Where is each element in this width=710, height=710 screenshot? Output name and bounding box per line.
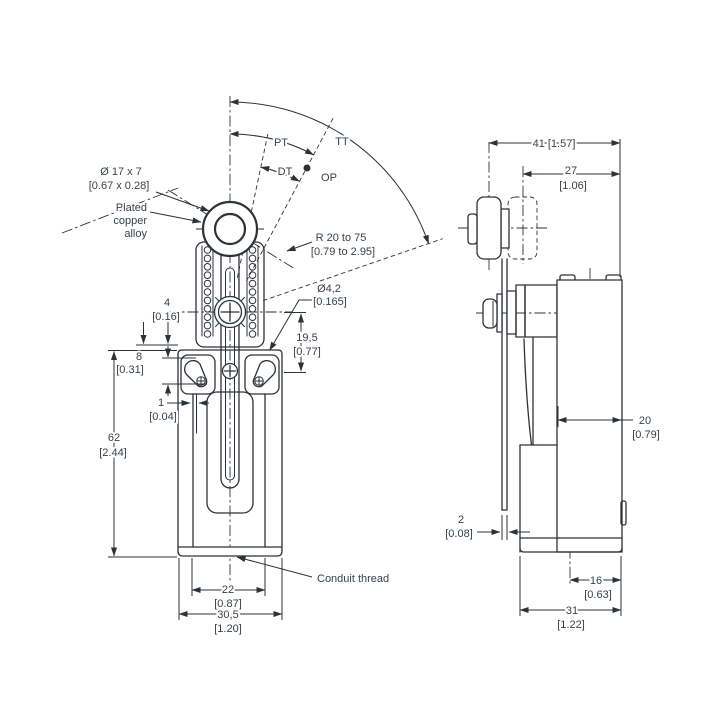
dim-62-inches: [2.44]: [99, 447, 127, 459]
switch-body-plate: [177, 349, 283, 548]
keyhole-slot-left: [184, 360, 208, 388]
dim-30-5-inches: [1.20]: [214, 623, 242, 635]
dim-30-5-label: 30,5: [217, 609, 238, 621]
operating-head-block: [524, 284, 558, 338]
dim-27-label: 27: [565, 165, 577, 177]
roller-size-leader: [155, 191, 210, 212]
differential-travel-label: DT: [278, 166, 293, 178]
roller-size-label: Ø 17 x 7: [100, 166, 142, 178]
dim-1-inches: [0.04]: [149, 411, 177, 423]
mounting-ear-left: [180, 354, 216, 395]
construction-centerline: [61, 187, 179, 234]
dim-8-inches: [0.31]: [116, 364, 144, 376]
dim-62-label: 62: [108, 432, 120, 444]
roller-inner: [213, 212, 247, 246]
total-travel-arc: [229, 98, 430, 245]
pivot-screw: [213, 295, 247, 329]
operating-point-label: OP: [321, 172, 337, 184]
roller-alt-position-dashed: [507, 196, 538, 260]
ear-screw-right: [254, 376, 264, 386]
dim-16-label: 16: [590, 575, 602, 587]
hole-dia-leader: [269, 299, 313, 351]
housing-lever-slot: [206, 391, 254, 514]
dim-27-inches: [1.06]: [559, 180, 587, 192]
head-front-plate: [515, 284, 526, 338]
dim-16-inches: [0.63]: [584, 589, 612, 601]
dim-41-label: 41 [1.57]: [533, 138, 576, 150]
dim-19-5-label: 19,5: [296, 332, 317, 344]
switch-body-side: [556, 279, 623, 553]
dim-2-label: 2: [458, 514, 464, 526]
dim-22-inches: [0.87]: [214, 598, 242, 610]
total-travel-label: TT: [335, 136, 349, 148]
conduit-thread-label: Conduit thread: [317, 573, 389, 585]
side-base-band: [519, 537, 623, 553]
dim-20-inches: [0.79]: [632, 429, 660, 441]
roller-hub: [467, 213, 478, 245]
material-label-1: Plated: [116, 202, 147, 214]
pivot-screw-side: [482, 293, 503, 333]
dim-22-label: 22: [222, 584, 234, 596]
mounting-ear-right: [244, 354, 280, 395]
conduit-leader: [236, 556, 313, 578]
dim-4-inches: [0.16]: [152, 311, 180, 323]
pivot-washer: [496, 293, 503, 333]
pre-travel-arc: [229, 130, 314, 156]
roller-side: [476, 196, 502, 260]
material-label-2: copper: [113, 215, 147, 227]
dim-1-label: 1: [158, 397, 164, 409]
lever-serration-left: [203, 246, 212, 338]
keyhole-slot-right: [252, 360, 276, 388]
center-screw: [221, 362, 239, 380]
plate-top-corners: [177, 349, 283, 355]
dim-31-label: 31: [566, 605, 578, 617]
operating-point-dot: [303, 164, 311, 172]
pivot-screw-head: [482, 298, 498, 329]
dim-31-inches: [1.22]: [557, 619, 585, 631]
side-clamp-bump: [620, 500, 627, 526]
pivot-boss: [506, 290, 517, 335]
dim-4-label: 4: [164, 297, 170, 309]
conduit-base-band: [177, 546, 283, 557]
cable-curve: [523, 338, 533, 446]
side-view: 41 [1.57] 27 [1.06] 20 [0.79] 2 [0.08] 1…: [443, 136, 662, 633]
hole-dia-label: Ø4,2: [317, 283, 341, 295]
material-label-3: alloy: [124, 228, 147, 240]
lever-radius-label: R 20 to 75: [316, 232, 367, 244]
pre-travel-label: PT: [274, 137, 288, 149]
lever-arm-rounded-end: [220, 478, 240, 489]
lever-serration-right: [248, 246, 257, 338]
roller-spacer: [500, 208, 510, 249]
roller-size-inches: [0.67 x 0.28]: [89, 180, 150, 192]
differential-travel-arc: [260, 165, 300, 182]
lever-radius-leader: [286, 241, 313, 252]
hole-dia-inches: [0.165]: [313, 296, 347, 308]
material-leader: [149, 211, 202, 224]
front-view: Ø 17 x 7 [0.67 x 0.28] Plated copper all…: [61, 96, 443, 637]
dim-19-5-inches: [0.77]: [293, 346, 321, 358]
dim-20-label: 20: [639, 415, 651, 427]
lever-radius-inches: [0.79 to 2.95]: [311, 246, 375, 258]
lever-position-line-71deg: [262, 238, 443, 302]
dim-8-label: 8: [136, 351, 142, 363]
dim-2-inches: [0.08]: [445, 528, 473, 540]
